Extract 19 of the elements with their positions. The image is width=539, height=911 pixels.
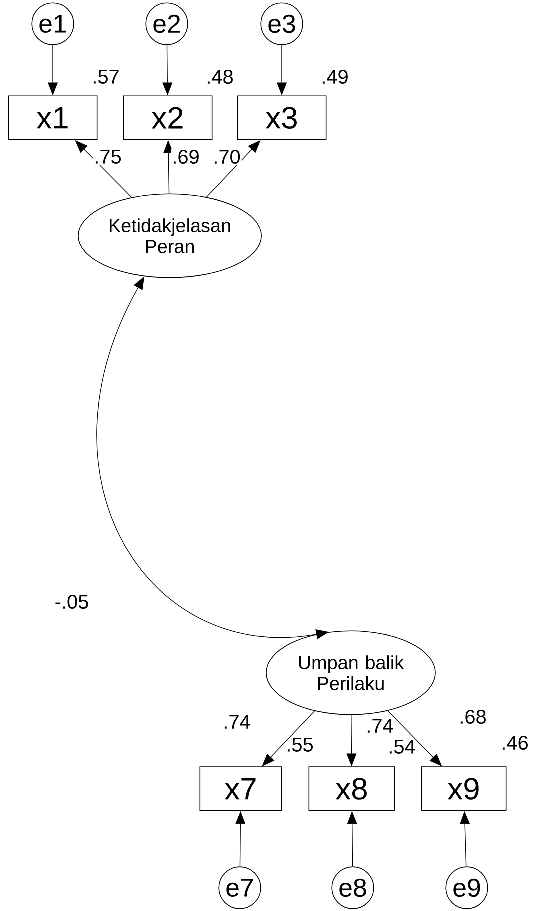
variable-box: x3 xyxy=(237,96,327,140)
coefficient-label: .54 xyxy=(390,740,416,754)
edge-label: .69 xyxy=(171,148,201,166)
coefficient-label: .55 xyxy=(288,738,314,752)
edge-label: .75 xyxy=(93,149,123,165)
variable-box: x9 xyxy=(421,766,507,812)
edge-label: .74 xyxy=(222,714,252,730)
variable-box: x1 xyxy=(8,96,98,140)
edge-label: .70 xyxy=(212,148,242,166)
coefficient-label: .49 xyxy=(322,70,348,84)
variable-box: x8 xyxy=(308,766,396,812)
coefficient-label: .48 xyxy=(208,70,233,84)
edge-label: .68 xyxy=(458,708,488,726)
edge-label: -.05 xyxy=(54,594,90,610)
coefficient-label: .57 xyxy=(94,70,119,84)
edge-label: .74 xyxy=(365,718,395,734)
variable-box: x7 xyxy=(200,766,282,812)
variable-box: x2 xyxy=(123,96,213,140)
coefficient-label: .46 xyxy=(502,736,528,750)
